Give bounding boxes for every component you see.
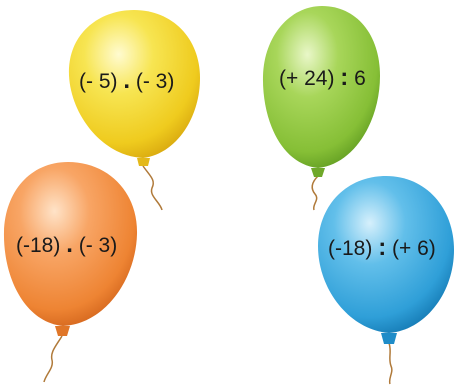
balloon-yellow-body [68,10,200,158]
expression-yellow-right: (- 3) [135,70,175,93]
expression-orange-operator: . [66,231,73,258]
balloon-yellow-knot [137,158,150,166]
expression-green: (+ 24) : 6 [279,66,366,90]
balloon-green-body [262,6,380,168]
balloon-blue-body [318,176,454,333]
expression-green-left: (+ 24) [279,67,335,90]
balloon-green-knot [311,168,325,177]
expression-green-operator: : [340,64,349,91]
expression-blue: (-18) : (+ 6) [328,236,436,260]
expression-green-right: 6 [354,67,366,90]
expression-orange: (-18) . (- 3) [16,233,117,257]
balloon-green-string [311,175,319,211]
expression-yellow-left: (- 5) [79,70,118,93]
expression-blue-operator: : [378,234,387,261]
expression-blue-right: (+ 6) [392,237,436,260]
balloon-orange-string [43,335,63,383]
balloon-green [262,6,380,211]
balloon-orange [3,162,138,383]
expression-yellow-operator: . [123,67,131,94]
balloon-orange-body [3,162,138,326]
balloon-yellow [68,10,200,211]
balloon-orange-knot [55,326,70,336]
balloon-blue-knot [381,333,397,344]
balloon-blue [318,176,454,385]
expression-yellow: (- 5) . (- 3) [79,69,174,93]
expression-orange-left: (-18) [16,234,61,257]
expression-orange-right: (- 3) [78,234,118,257]
expression-blue-left: (-18) [328,237,373,260]
balloon-yellow-string [142,165,163,211]
balloon-blue-string [388,342,393,385]
